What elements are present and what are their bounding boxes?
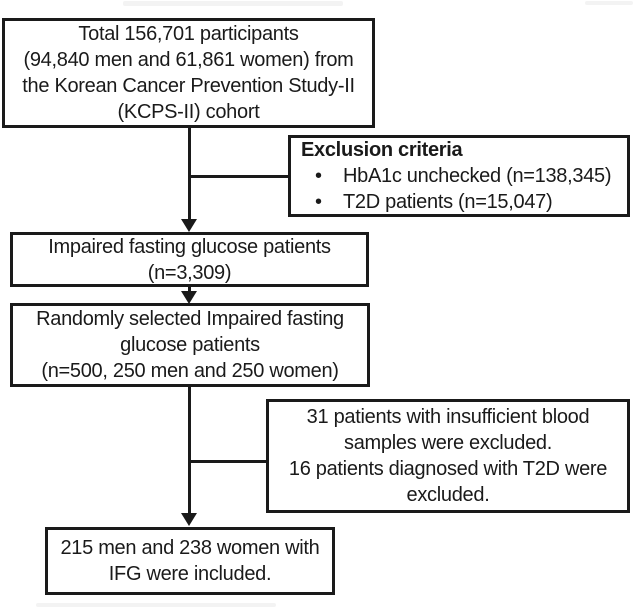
flow-box-final-included: 215 men and 238 women with IFG were incl…: [45, 527, 335, 595]
box-line: (n=3,309): [147, 261, 232, 284]
connector-total-to-ifg-line: [188, 128, 191, 220]
box-line: (94,840 men and 61,861 women) from: [23, 49, 354, 71]
connector-branch-to-exclusion: [189, 175, 288, 178]
flow-box-total-cohort: Total 156,701 participants (94,840 men a…: [2, 18, 375, 128]
flow-box-ifg-patients: Impaired fasting glucose patients (n=3,3…: [10, 232, 369, 287]
bullet-text: T2D patients (n=15,047): [343, 191, 553, 213]
connector-random-to-included-line: [188, 387, 191, 514]
flow-box-exclusion-criteria: Exclusion criteria • HbA1c unchecked (n=…: [288, 135, 630, 217]
arrowhead-total-to-ifg: [181, 219, 197, 232]
scan-artifact-top-left: [123, 1, 343, 6]
box-line: 215 men and 238 women with: [60, 537, 320, 559]
box-line: 31 patients with insufficient blood: [306, 406, 590, 428]
box-line: (KCPS-II) cohort: [117, 101, 260, 123]
connector-branch-to-sample-exclusion: [189, 460, 266, 463]
box-line: Impaired fasting glucose patients: [48, 235, 331, 258]
bullet-text: HbA1c unchecked (n=138,345): [343, 165, 612, 187]
arrowhead-random-to-included: [181, 513, 197, 526]
box-line: 16 patients diagnosed with T2D were: [288, 458, 608, 480]
box-line: glucose patients: [120, 334, 260, 356]
bullet-icon: •: [315, 165, 322, 187]
flow-box-sample-exclusions: 31 patients with insufficient blood samp…: [266, 399, 630, 513]
arrowhead-ifg-to-random: [181, 291, 197, 304]
scan-artifact-bottom: [36, 603, 276, 607]
box-line: Randomly selected Impaired fasting: [36, 308, 344, 330]
scan-artifact-top-right: [585, 1, 633, 5]
box-line: samples were excluded.: [344, 432, 552, 454]
flow-box-randomly-selected: Randomly selected Impaired fasting gluco…: [10, 303, 370, 387]
exclusion-bullet-item: • T2D patients (n=15,047): [291, 189, 627, 215]
box-line: the Korean Cancer Prevention Study-II: [22, 75, 355, 97]
connector-ifg-to-random-line: [188, 287, 191, 293]
box-line: IFG were included.: [108, 563, 272, 585]
box-line: (n=500, 250 men and 250 women): [41, 360, 339, 382]
box-line: Total 156,701 participants: [78, 23, 299, 45]
exclusion-title: Exclusion criteria: [301, 139, 463, 161]
box-line: excluded.: [406, 484, 490, 506]
bullet-icon: •: [315, 191, 322, 213]
exclusion-bullet-item: • HbA1c unchecked (n=138,345): [291, 163, 627, 189]
